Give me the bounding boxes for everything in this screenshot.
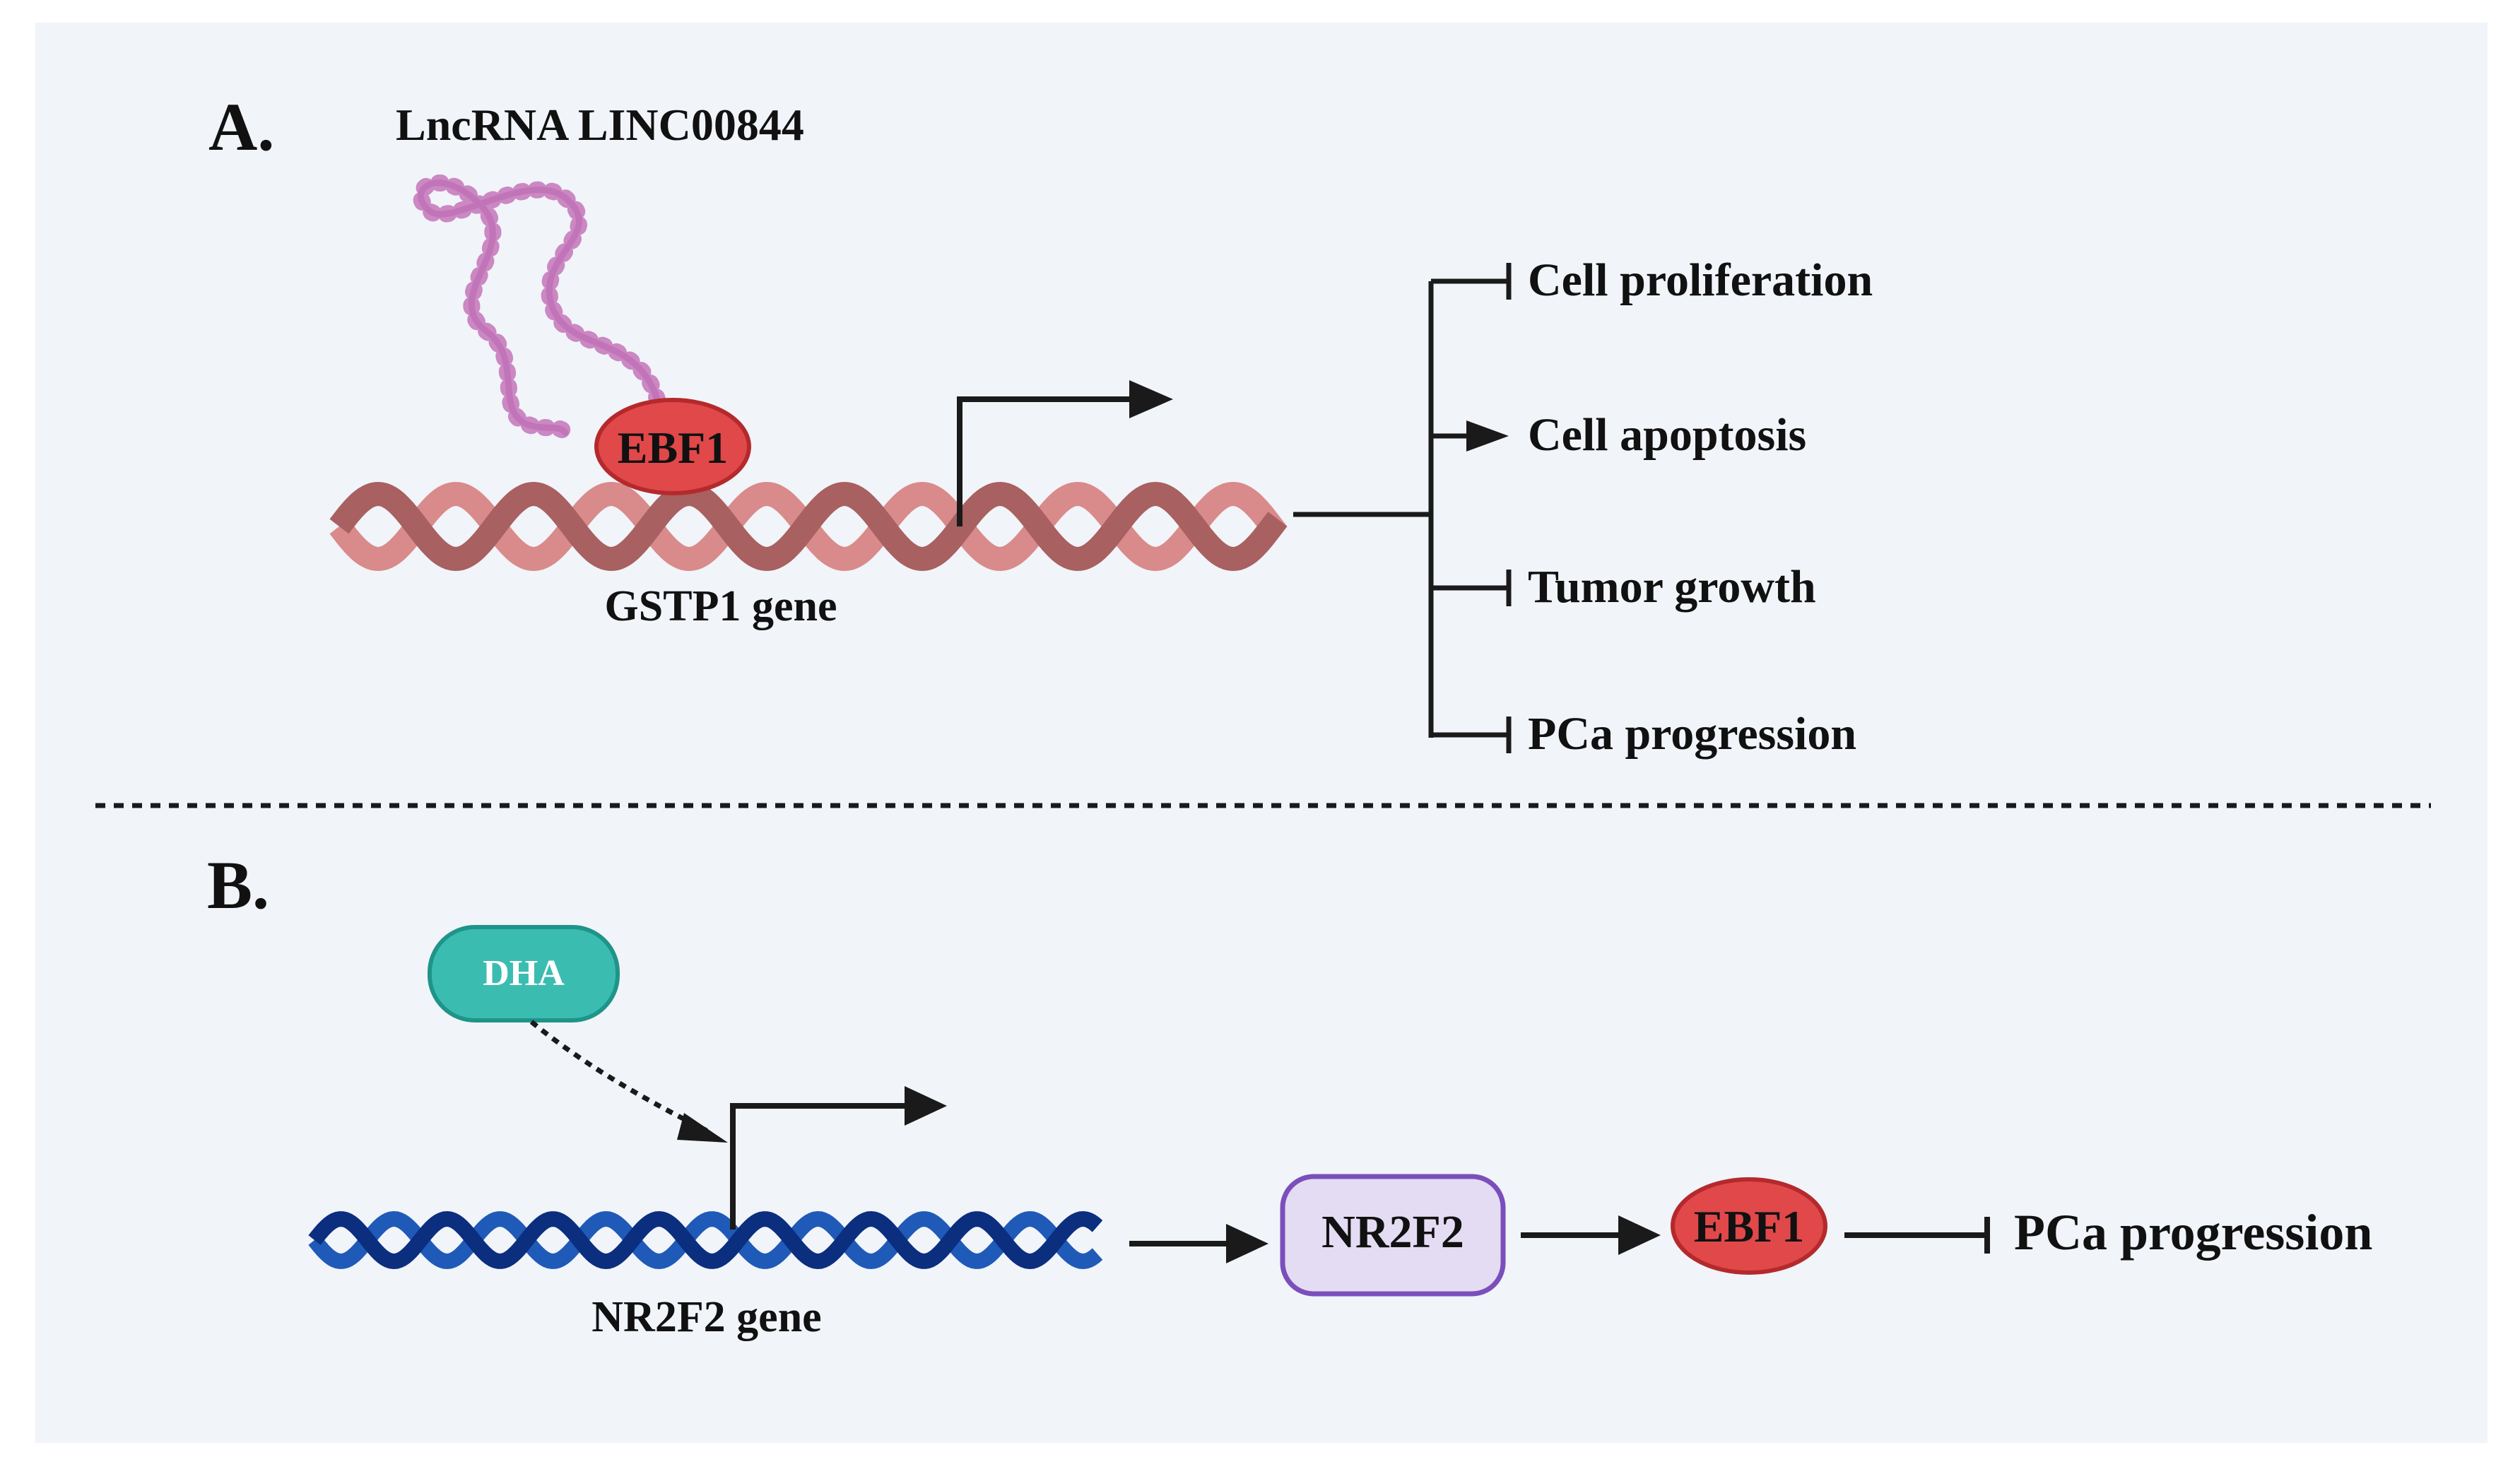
dha-label: DHA [483, 953, 565, 994]
outcome-branch-connector [1293, 281, 1434, 738]
transcription-arrowhead-b [905, 1086, 947, 1126]
gstp1-dna-helix [329, 481, 1288, 572]
gstp1-gene-label: GSTP1 gene [605, 582, 837, 630]
transcription-arrow-b [730, 1103, 912, 1230]
ebf1-protein-a: EBF1 [594, 398, 751, 495]
dha-dotted-arrowhead [677, 1113, 728, 1143]
panel-b-letter: B. [207, 847, 269, 923]
arrowhead-gene-to-nr2f2 [1226, 1224, 1268, 1263]
transcription-arrow-a [957, 396, 1167, 526]
outcome-label: Cell apoptosis [1528, 409, 1806, 461]
ebf1-label-a: EBF1 [618, 423, 728, 473]
dha-node: DHA [428, 925, 620, 1022]
transcription-arrowhead-a [1129, 380, 1173, 418]
lncrna-strand [412, 174, 666, 441]
outcome-label: Cell proliferation [1528, 254, 1873, 306]
outcome-label: PCa progression [1528, 708, 1856, 760]
nr2f2-protein: NR2F2 [1280, 1174, 1506, 1297]
lncrna-label: LncRNA LINC00844 [396, 100, 804, 150]
pca-progression-label-b: PCa progression [2014, 1204, 2372, 1261]
diagram-background [35, 23, 2487, 1443]
nr2f2-label: NR2F2 [1321, 1206, 1464, 1258]
ebf1-protein-b: EBF1 [1671, 1177, 1827, 1275]
dha-dotted-arrow [529, 1020, 708, 1133]
nr2f2-dna-helix [308, 1210, 1103, 1270]
arrowhead-nr2f2-to-ebf1 [1618, 1215, 1661, 1255]
ebf1-label-b: EBF1 [1694, 1201, 1804, 1251]
promote-arrowhead [1466, 420, 1509, 452]
nr2f2-gene-label: NR2F2 gene [591, 1293, 821, 1341]
panel-a-letter: A. [208, 89, 274, 165]
outcome-label: Tumor growth [1528, 561, 1816, 613]
